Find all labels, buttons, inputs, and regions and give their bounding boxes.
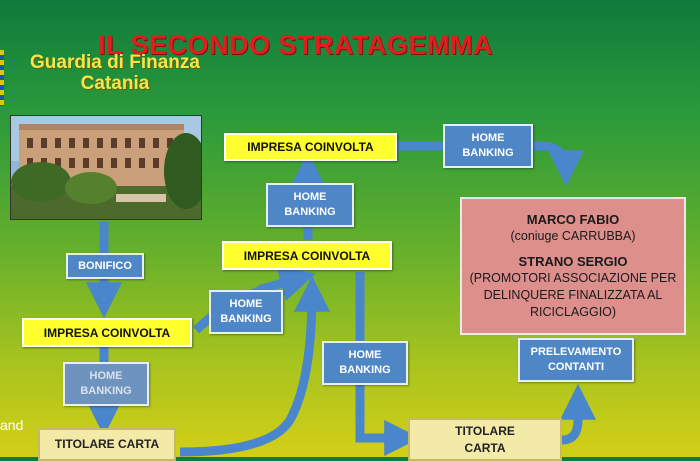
impresa-coinvolta-left: IMPRESA COINVOLTA xyxy=(22,318,192,347)
person-name-1: MARCO FABIO xyxy=(526,212,620,227)
org-line-2: Catania xyxy=(80,73,150,94)
organization-name: Guardia di Finanza Catania xyxy=(10,52,220,94)
person-note-2-line-2: DELINQUERE FINALIZZATA AL xyxy=(483,288,663,302)
building-photo xyxy=(10,115,202,220)
slide-title: IL SECONDO STRATAGEMMA xyxy=(98,30,493,60)
prelevamento-contanti-box: PRELEVAMENTO CONTANTI xyxy=(518,338,634,382)
persons-box: MARCO FABIO (coniuge CARRUBBA) STRANO SE… xyxy=(460,197,686,335)
impresa-coinvolta-middle: IMPRESA COINVOLTA xyxy=(222,241,392,270)
emblem-icon xyxy=(0,50,4,106)
titolare-carta-right: TITOLARE CARTA xyxy=(408,418,562,461)
titolare-line-2: CARTA xyxy=(464,440,506,455)
home-banking-top-right: HOME BANKING xyxy=(443,124,533,168)
titolare-carta-left: TITOLARE CARTA xyxy=(38,428,176,461)
person-note-2-line-3: RICICLAGGIO) xyxy=(529,305,617,319)
impresa-coinvolta-top: IMPRESA COINVOLTA xyxy=(224,133,397,161)
home-banking-line-2: BANKING xyxy=(220,313,272,325)
home-banking-line-1: HOME xyxy=(348,349,382,361)
person-note-1: (coniuge CARRUBBA) xyxy=(510,229,636,243)
person-note-2-line-1: (PROMOTORI ASSOCIAZIONE PER xyxy=(469,271,677,285)
partial-overlay-text: and xyxy=(0,417,24,433)
home-banking-center: HOME BANKING xyxy=(266,183,354,227)
home-banking-line-2: BANKING xyxy=(284,206,336,218)
org-line-1: Guardia di Finanza xyxy=(30,52,200,73)
home-banking-line-2: BANKING xyxy=(462,147,514,159)
arrow-bottom-curve-up xyxy=(179,275,330,457)
bonifico-box: BONIFICO xyxy=(66,253,144,279)
home-banking-line-1: HOME xyxy=(293,191,327,203)
arrow-top-to-person xyxy=(398,141,584,187)
home-banking-line-1: HOME xyxy=(471,132,505,144)
arrow-middle-down-to-titolare xyxy=(355,272,421,456)
arrow-titolare-to-prelevamento xyxy=(560,383,596,445)
titolare-line-1: TITOLARE xyxy=(455,423,515,438)
home-banking-line-2: BANKING xyxy=(339,364,391,376)
prelevamento-line-1: PRELEVAMENTO xyxy=(530,346,622,358)
home-banking-line-1: HOME xyxy=(229,298,263,310)
prelevamento-line-2: CONTANTI xyxy=(547,361,604,373)
home-banking-lower-left: HOME BANKING xyxy=(63,362,149,406)
home-banking-line-1: HOME xyxy=(89,370,123,382)
home-banking-mid-left: HOME BANKING xyxy=(209,290,283,334)
home-banking-line-2: BANKING xyxy=(80,385,132,397)
home-banking-lower-center: HOME BANKING xyxy=(322,341,408,385)
person-name-2: STRANO SERGIO xyxy=(518,254,628,269)
